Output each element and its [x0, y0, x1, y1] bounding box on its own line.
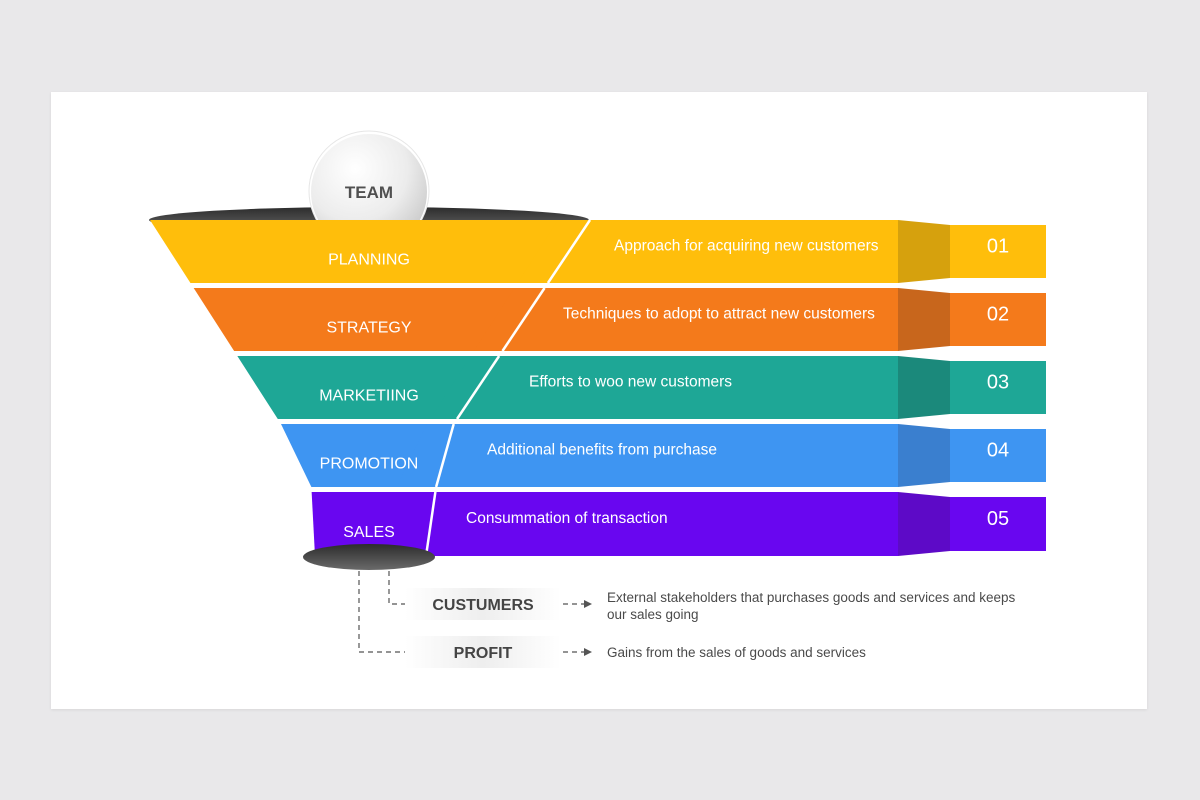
funnel-bottom-opening — [303, 544, 435, 570]
output-customers-note-line-1: External stakeholders that purchases goo… — [607, 590, 1015, 605]
funnel-band-body — [237, 356, 501, 419]
ribbon-body — [396, 424, 898, 487]
output-profit: PROFIT Gains from the sales of goods and… — [405, 636, 866, 668]
number-tab — [950, 225, 1046, 278]
stage-description: Efforts to woo new customers — [529, 374, 732, 391]
output-box — [405, 636, 561, 668]
output-customers-label: CUSTUMERS — [432, 597, 534, 614]
number-tab — [950, 361, 1046, 414]
stage-number: 05 — [987, 508, 1009, 530]
funnel-band-body — [150, 220, 588, 283]
ribbon-fold — [898, 220, 950, 283]
ribbon-fold — [898, 492, 950, 556]
output-customers-note-line-2: our sales going — [607, 607, 699, 622]
stage-label: STRATEGY — [326, 320, 411, 337]
output-connectors — [358, 571, 585, 653]
number-tab — [950, 293, 1046, 346]
output-profit-note: Gains from the sales of goods and servic… — [607, 645, 866, 660]
stage-description: Additional benefits from purchase — [487, 442, 717, 459]
stage-number: 01 — [987, 236, 1009, 258]
ribbon-body — [473, 288, 898, 351]
stage-label: PLANNING — [328, 252, 410, 269]
funnel-band-2: STRATEGY Techniques to adopt to attract n… — [193, 287, 1046, 352]
number-tab — [950, 429, 1046, 482]
arrow-heads — [584, 600, 592, 656]
band-divider — [501, 287, 546, 352]
ribbon-fold — [898, 288, 950, 351]
funnel-band-3: MARKETIING Efforts to woo new customers 03 — [237, 355, 1046, 420]
output-box — [405, 588, 561, 620]
output-customers: CUSTUMERS External stakeholders that pur… — [405, 588, 1015, 622]
stage-number: 02 — [987, 304, 1009, 326]
stage-description: Approach for acquiring new customers — [614, 238, 879, 255]
funnel-band-1: PLANNING Approach for acquiring new custo… — [150, 219, 1046, 284]
band-divider — [455, 355, 501, 420]
funnel-bands: PLANNING Approach for acquiring new custo… — [150, 219, 1046, 557]
funnel-band-4: PROMOTION Additional benefits from purcha… — [281, 423, 1046, 488]
stage-description: Consummation of transaction — [466, 510, 668, 527]
ribbon-fold — [898, 356, 950, 419]
stage-description: Techniques to adopt to attract new custo… — [563, 306, 875, 323]
stage-label: SALES — [343, 524, 395, 541]
stage-label: MARKETIING — [319, 388, 419, 405]
ribbon-body — [517, 220, 898, 283]
team-ball-label: TEAM — [345, 183, 393, 202]
ribbon-body — [393, 492, 898, 556]
output-profit-label: PROFIT — [454, 645, 513, 662]
band-divider — [434, 423, 455, 488]
ribbon-fold — [898, 424, 950, 487]
band-divider — [424, 491, 437, 557]
band-divider — [546, 219, 592, 284]
funnel-band-5: SALES Consummation of transaction 05 — [311, 491, 1046, 557]
stage-number: 04 — [987, 440, 1009, 462]
number-tab — [950, 497, 1046, 551]
ribbon-body — [430, 356, 898, 419]
stage-label: PROMOTION — [320, 456, 419, 473]
stage-number: 03 — [987, 372, 1009, 394]
funnel-band-body — [193, 288, 545, 351]
